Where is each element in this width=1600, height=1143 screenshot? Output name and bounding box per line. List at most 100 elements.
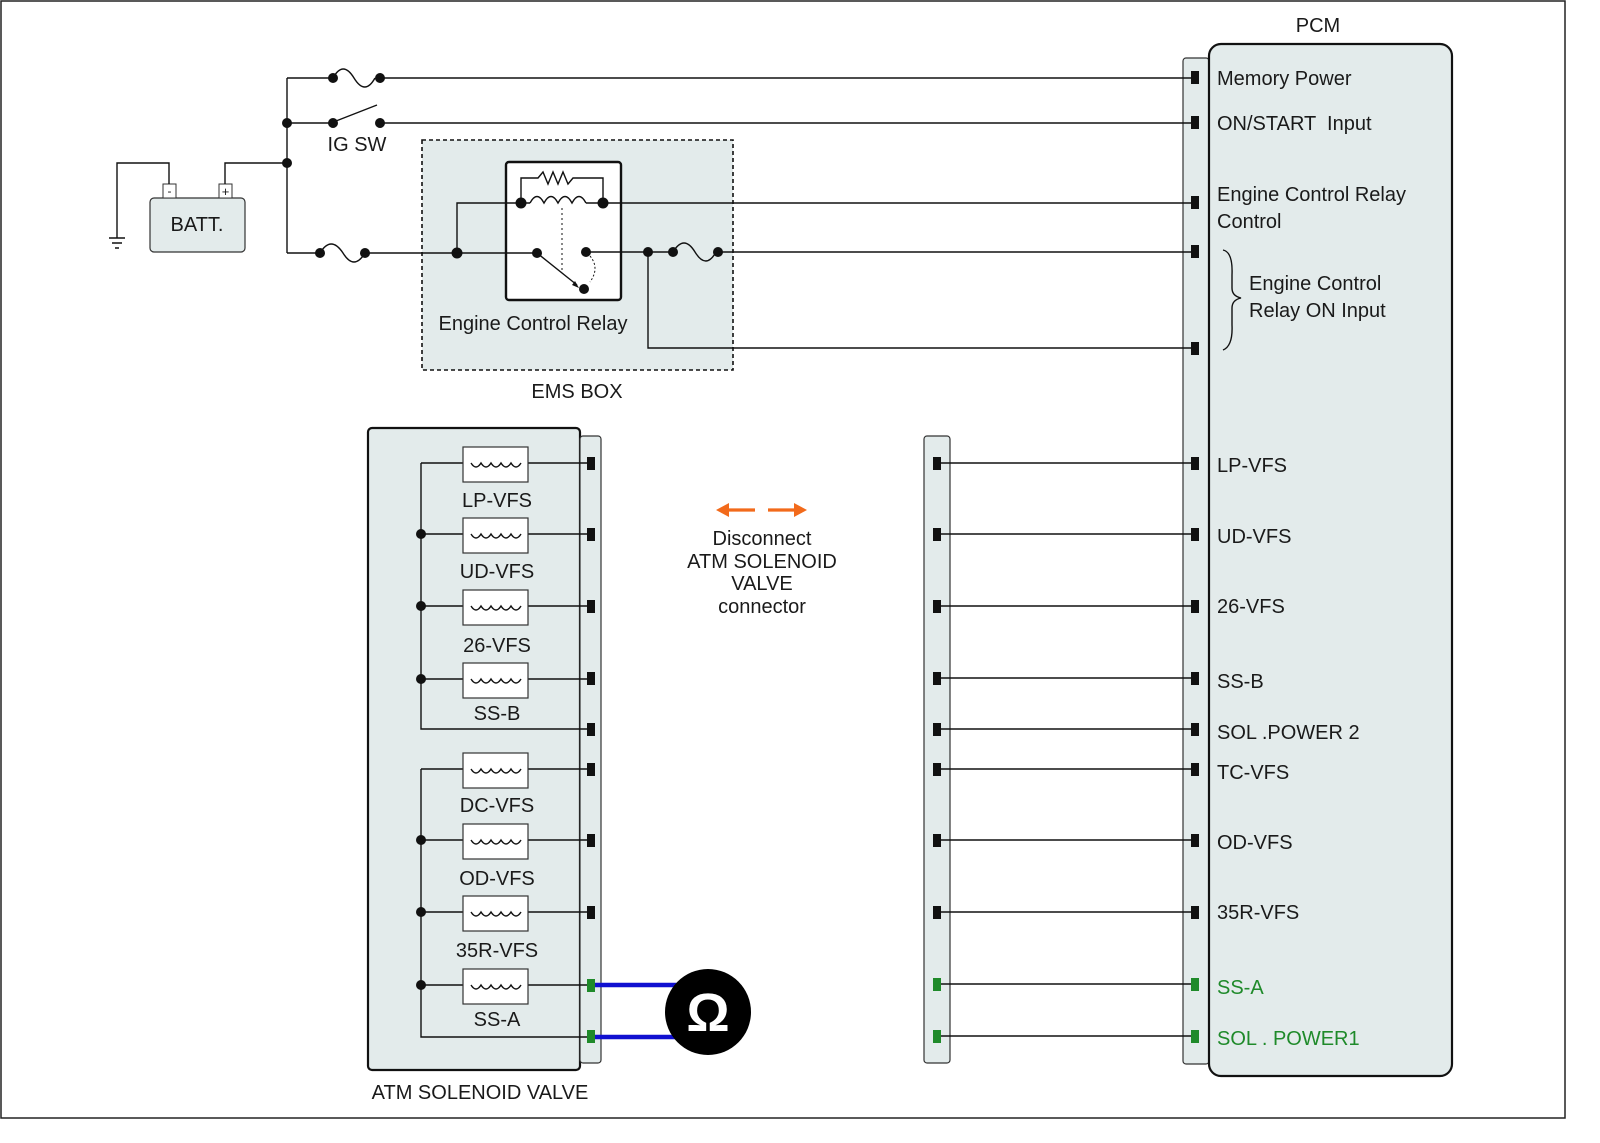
- solenoid-box: [462, 752, 529, 789]
- pcm-label-ecr-on-line2: Relay ON Input: [1249, 300, 1386, 322]
- engine-control-relay: [504, 160, 623, 302]
- coil-icon: [470, 983, 522, 990]
- pcm-label-26-vfs: 26-VFS: [1217, 596, 1285, 618]
- harness-connector: [923, 435, 1191, 1064]
- ecr-on-input-wire-2: [647, 252, 1191, 349]
- pcm-label-memory-power: Memory Power: [1217, 68, 1352, 90]
- coil-icon: [470, 838, 522, 845]
- atm-pin-26-vfs: [587, 600, 595, 613]
- pcm-pin-sol-power-2: [1191, 723, 1199, 736]
- junction-dot: [416, 601, 426, 611]
- harness-pin: [933, 600, 941, 613]
- solenoid-box: [462, 823, 529, 860]
- pcm-pin-memory-power: [1191, 71, 1199, 84]
- solenoid-label: OD-VFS: [459, 868, 535, 890]
- coil-icon: [470, 677, 522, 684]
- ground-icon: [109, 237, 125, 249]
- coil-icon: [470, 604, 522, 611]
- switch-terminal: [328, 118, 338, 128]
- pcm-pin-on-start: [1191, 116, 1199, 129]
- atm-solenoid-valve-label: ATM SOLENOID VALVE: [372, 1082, 589, 1104]
- harness-pin-ss-a: [933, 978, 941, 991]
- ems-box: EMS BOX Engine Control Relay: [421, 139, 1191, 403]
- solenoid-od-vfs: OD-VFS: [416, 823, 588, 890]
- solenoid-box: [462, 589, 529, 626]
- harness-pin: [933, 457, 941, 470]
- common-rail-power-2: [420, 463, 588, 730]
- atm-pin-ss-a: [587, 979, 595, 992]
- harness-pin: [933, 906, 941, 919]
- ohmmeter-symbol: Ω: [686, 983, 729, 1043]
- battery-positive-wire: [224, 162, 287, 184]
- pcm-label-ecr-control-line2: Control: [1217, 211, 1281, 233]
- pcm-pin-ss-a: [1191, 978, 1199, 991]
- atm-pin-od-vfs: [587, 834, 595, 847]
- ohmmeter: Ω: [595, 969, 751, 1055]
- junction-dot: [416, 980, 426, 990]
- ig-switch-icon: [335, 104, 378, 122]
- common-rail-power-1: [420, 769, 588, 1038]
- relay-coil-feed: [456, 202, 521, 253]
- solenoid-label: UD-VFS: [460, 561, 534, 583]
- coil-icon: [470, 910, 522, 917]
- fuse-icon: [332, 68, 376, 88]
- pcm-pin-od-vfs: [1191, 834, 1199, 847]
- battery-plus-sign: +: [222, 184, 230, 199]
- harness-pin: [933, 723, 941, 736]
- engine-control-relay-label: Engine Control Relay: [439, 313, 628, 335]
- disconnect-note: Disconnect ATM SOLENOID VALVE connector: [687, 503, 837, 618]
- solenoid-box: [462, 446, 529, 483]
- pcm-body: [1207, 42, 1454, 1078]
- junction-dot: [416, 907, 426, 917]
- pcm-pin-26-vfs: [1191, 600, 1199, 613]
- solenoid-box: [462, 895, 529, 932]
- note-line-4: connector: [718, 596, 806, 618]
- pcm-title: PCM: [1296, 15, 1340, 37]
- atm-pin-sol-power-1: [587, 1030, 595, 1043]
- pcm-label-tc-vfs: TC-VFS: [1217, 762, 1289, 784]
- pcm-pin-ecr-on-2: [1191, 342, 1199, 355]
- pcm-module: PCM Memory Power ON/START Input Engine C…: [1182, 15, 1454, 1078]
- coil-icon: [470, 767, 522, 774]
- harness-connector-strip: [923, 435, 951, 1064]
- solenoid-lp-vfs: LP-VFS: [421, 446, 588, 512]
- atm-pin-ss-b: [587, 672, 595, 685]
- solenoid-ss-b: SS-B: [416, 662, 588, 725]
- solenoid-label: 35R-VFS: [456, 940, 538, 962]
- pcm-pin-35r-vfs: [1191, 906, 1199, 919]
- harness-pin-sol-power-1: [933, 1030, 941, 1043]
- pcm-label-sol-power-1: SOL . POWER1: [1217, 1028, 1360, 1050]
- harness-pin: [933, 834, 941, 847]
- ems-box-label: EMS BOX: [531, 381, 622, 403]
- solenoid-label: LP-VFS: [462, 490, 532, 512]
- solenoid-label: SS-A: [474, 1009, 521, 1031]
- resistor-icon: [520, 170, 604, 203]
- junction-dot: [416, 674, 426, 684]
- battery-minus-sign: -: [168, 184, 172, 198]
- solenoid-label: 26-VFS: [463, 635, 531, 657]
- atm-pin-lp-vfs: [587, 457, 595, 470]
- pcm-pin-sol-power-1: [1191, 1030, 1199, 1043]
- junction-dot: [282, 158, 292, 168]
- solenoid-box: [462, 662, 529, 699]
- battery: [149, 197, 246, 253]
- note-line-3: VALVE: [731, 573, 793, 595]
- harness-pin: [933, 763, 941, 776]
- brace-ecr-on-input: [1222, 249, 1242, 351]
- solenoid-box: [462, 517, 529, 554]
- pcm-pin-ecr-control: [1191, 196, 1199, 209]
- pcm-pin-ud-vfs: [1191, 528, 1199, 541]
- pcm-label-on-start: ON/START Input: [1217, 113, 1372, 135]
- pcm-label-od-vfs: OD-VFS: [1217, 832, 1293, 854]
- relay-motion-arc: [589, 255, 596, 283]
- atm-solenoid-valve: ATM SOLENOID VALVE LP-VFS UD-VFS 26-VFS: [366, 426, 602, 1104]
- junction-dot: [416, 529, 426, 539]
- pcm-pin-tc-vfs: [1191, 763, 1199, 776]
- pcm-label-lp-vfs: LP-VFS: [1217, 455, 1287, 477]
- solenoid-26-vfs: 26-VFS: [416, 589, 588, 657]
- power-supply: BATT. - + IG SW: [109, 68, 1191, 263]
- pcm-pin-ecr-on-1: [1191, 245, 1199, 258]
- solenoid-label: SS-B: [474, 703, 521, 725]
- atm-pin-sol-power-2: [587, 723, 595, 736]
- pcm-pin-lp-vfs: [1191, 457, 1199, 470]
